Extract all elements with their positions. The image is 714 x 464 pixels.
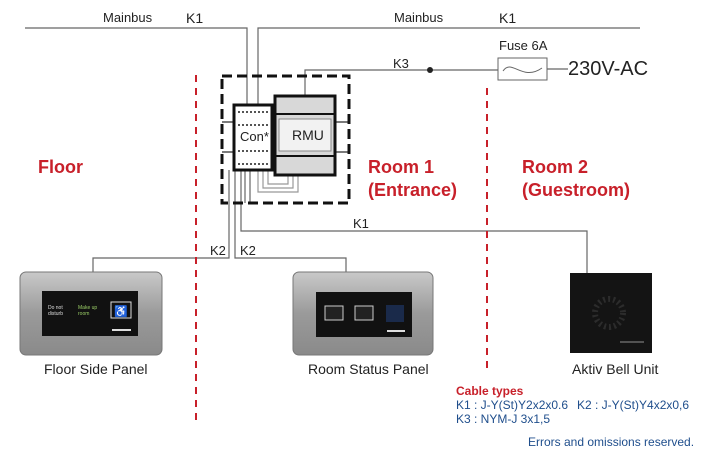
room-status-panel-label: Room Status Panel [308, 361, 429, 377]
zone-room2: Room 2 [522, 157, 589, 177]
svg-text:♿: ♿ [114, 305, 128, 318]
k3-line [304, 69, 498, 96]
zone-room1: Room 1 [368, 157, 435, 177]
k1-bell-line [240, 170, 588, 275]
panel-dnd-text: Do not disturb [48, 305, 64, 317]
k2-left-label: K2 [210, 243, 226, 258]
cable-k1: K1 : J-Y(St)Y2x2x0.6 [456, 398, 569, 412]
cable-types-title: Cable types [456, 384, 524, 398]
room-control-enclosure [220, 74, 351, 205]
mainbus-left-label: Mainbus [103, 10, 153, 25]
aktiv-bell-unit-image [570, 273, 652, 353]
zone-room1-sub: (Entrance) [368, 180, 458, 200]
zone-room2-sub: (Guestroom) [522, 180, 630, 200]
k1-left-label: K1 [186, 10, 204, 26]
con-label: Con* [240, 129, 269, 144]
fuse-symbol [497, 57, 548, 81]
mainbus-left-line [25, 27, 248, 105]
floor-side-panel-image: ♿ [19, 271, 163, 356]
cable-k3: K3 : NYM-J 3x1,5 [456, 412, 551, 426]
footer-disclaimer: Errors and omissions reserved. [528, 435, 695, 449]
mainbus-right-label: Mainbus [394, 10, 444, 25]
zone-floor: Floor [38, 157, 83, 177]
voltage-label: 230V-AC [568, 58, 649, 80]
k2-right-label: K2 [240, 243, 256, 258]
connector-module [232, 103, 274, 172]
rmu-label: RMU [292, 127, 324, 143]
k2-left-line [92, 170, 230, 272]
k2-right-line [234, 170, 347, 272]
rmu-module [273, 94, 337, 177]
floor-side-panel-label: Floor Side Panel [44, 361, 148, 377]
k1-right-label: K1 [499, 10, 517, 26]
fuse-label: Fuse 6A [499, 38, 548, 53]
k1-bell-label: K1 [353, 216, 369, 231]
room-status-panel-image [292, 271, 434, 356]
aktiv-bell-unit-label: Aktiv Bell Unit [572, 361, 659, 377]
mainbus-right-line [257, 27, 640, 105]
k3-label: K3 [393, 56, 409, 71]
cable-k2: K2 : J-Y(St)Y4x2x0,6 [577, 398, 690, 412]
junction-dot [427, 67, 433, 73]
panel-mur-text: Make up room [78, 305, 98, 317]
